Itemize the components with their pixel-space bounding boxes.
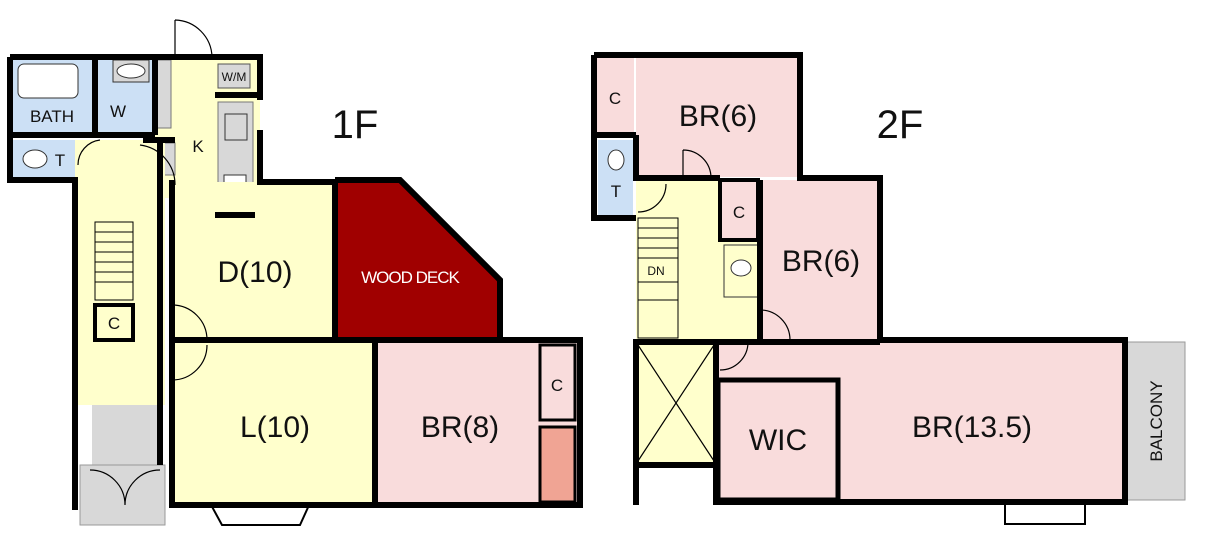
closet-hall [93,303,135,342]
washing-machine [217,63,251,89]
door-swings-1f [77,19,213,506]
door-swings-2f [637,149,791,371]
wood-deck [337,182,498,340]
label-bedroom-6b: BR(6) [782,245,860,278]
bathtub [17,63,79,99]
void-cross [635,341,717,465]
label-stairs-down: DN [647,264,664,278]
closet-2f-a [596,57,634,135]
label-dining: D(10) [217,256,292,289]
label-kitchen: K [192,137,204,156]
toilet-bowl-2f [607,149,625,171]
label-wood-deck: WOOD DECK [361,268,460,287]
label-toilet-2f: T [611,182,621,201]
label-balcony: BALCONY [1147,380,1166,461]
stove [224,113,248,141]
label-closet-2f-a: C [609,89,621,108]
room-living [172,342,375,502]
label-living: L(10) [240,411,310,444]
stair-treads [95,231,133,283]
room-bedroom-6b [760,180,880,340]
toilet-bowl [22,149,48,169]
sink-basin [116,63,146,79]
label-washing-machine: W/M [222,70,247,84]
stair-treads-2f [638,227,678,301]
floor-label-2f: 2F [877,103,924,147]
bay-window-2f [1004,501,1086,525]
label-bedroom-8: BR(8) [421,411,499,444]
second-floor: C BR(6) T C BR(6) DN WIC BR(13.5) BALCON… [591,52,1186,525]
room-bedroom-6a [636,57,800,177]
label-bedroom-6a: BR(6) [679,100,757,133]
stairs-2f [637,217,679,339]
label-washroom: W [110,102,126,121]
walls-1f [7,54,583,510]
closet-accent [538,425,577,504]
label-wic: WIC [749,424,807,457]
closet-bedroom [538,343,577,422]
entry-floor [92,405,162,465]
first-floor: BATH W T K W/M D(10) WOOD DECK L(10) BR(… [7,19,583,526]
room-dining [172,182,335,340]
label-closet-2f-b: C [733,203,745,222]
balcony [1126,341,1186,501]
label-bedroom-13-5: BR(13.5) [912,411,1032,444]
floor-label-1f: 1F [332,103,379,147]
walls-2f [591,52,1128,505]
label-bath: BATH [30,107,74,126]
label-closet-bedroom: C [551,376,563,395]
label-toilet: T [55,151,65,170]
sink-2f [730,259,752,277]
porch [79,464,166,526]
stairs-1f [94,221,134,301]
label-closet-hall: C [108,314,120,333]
